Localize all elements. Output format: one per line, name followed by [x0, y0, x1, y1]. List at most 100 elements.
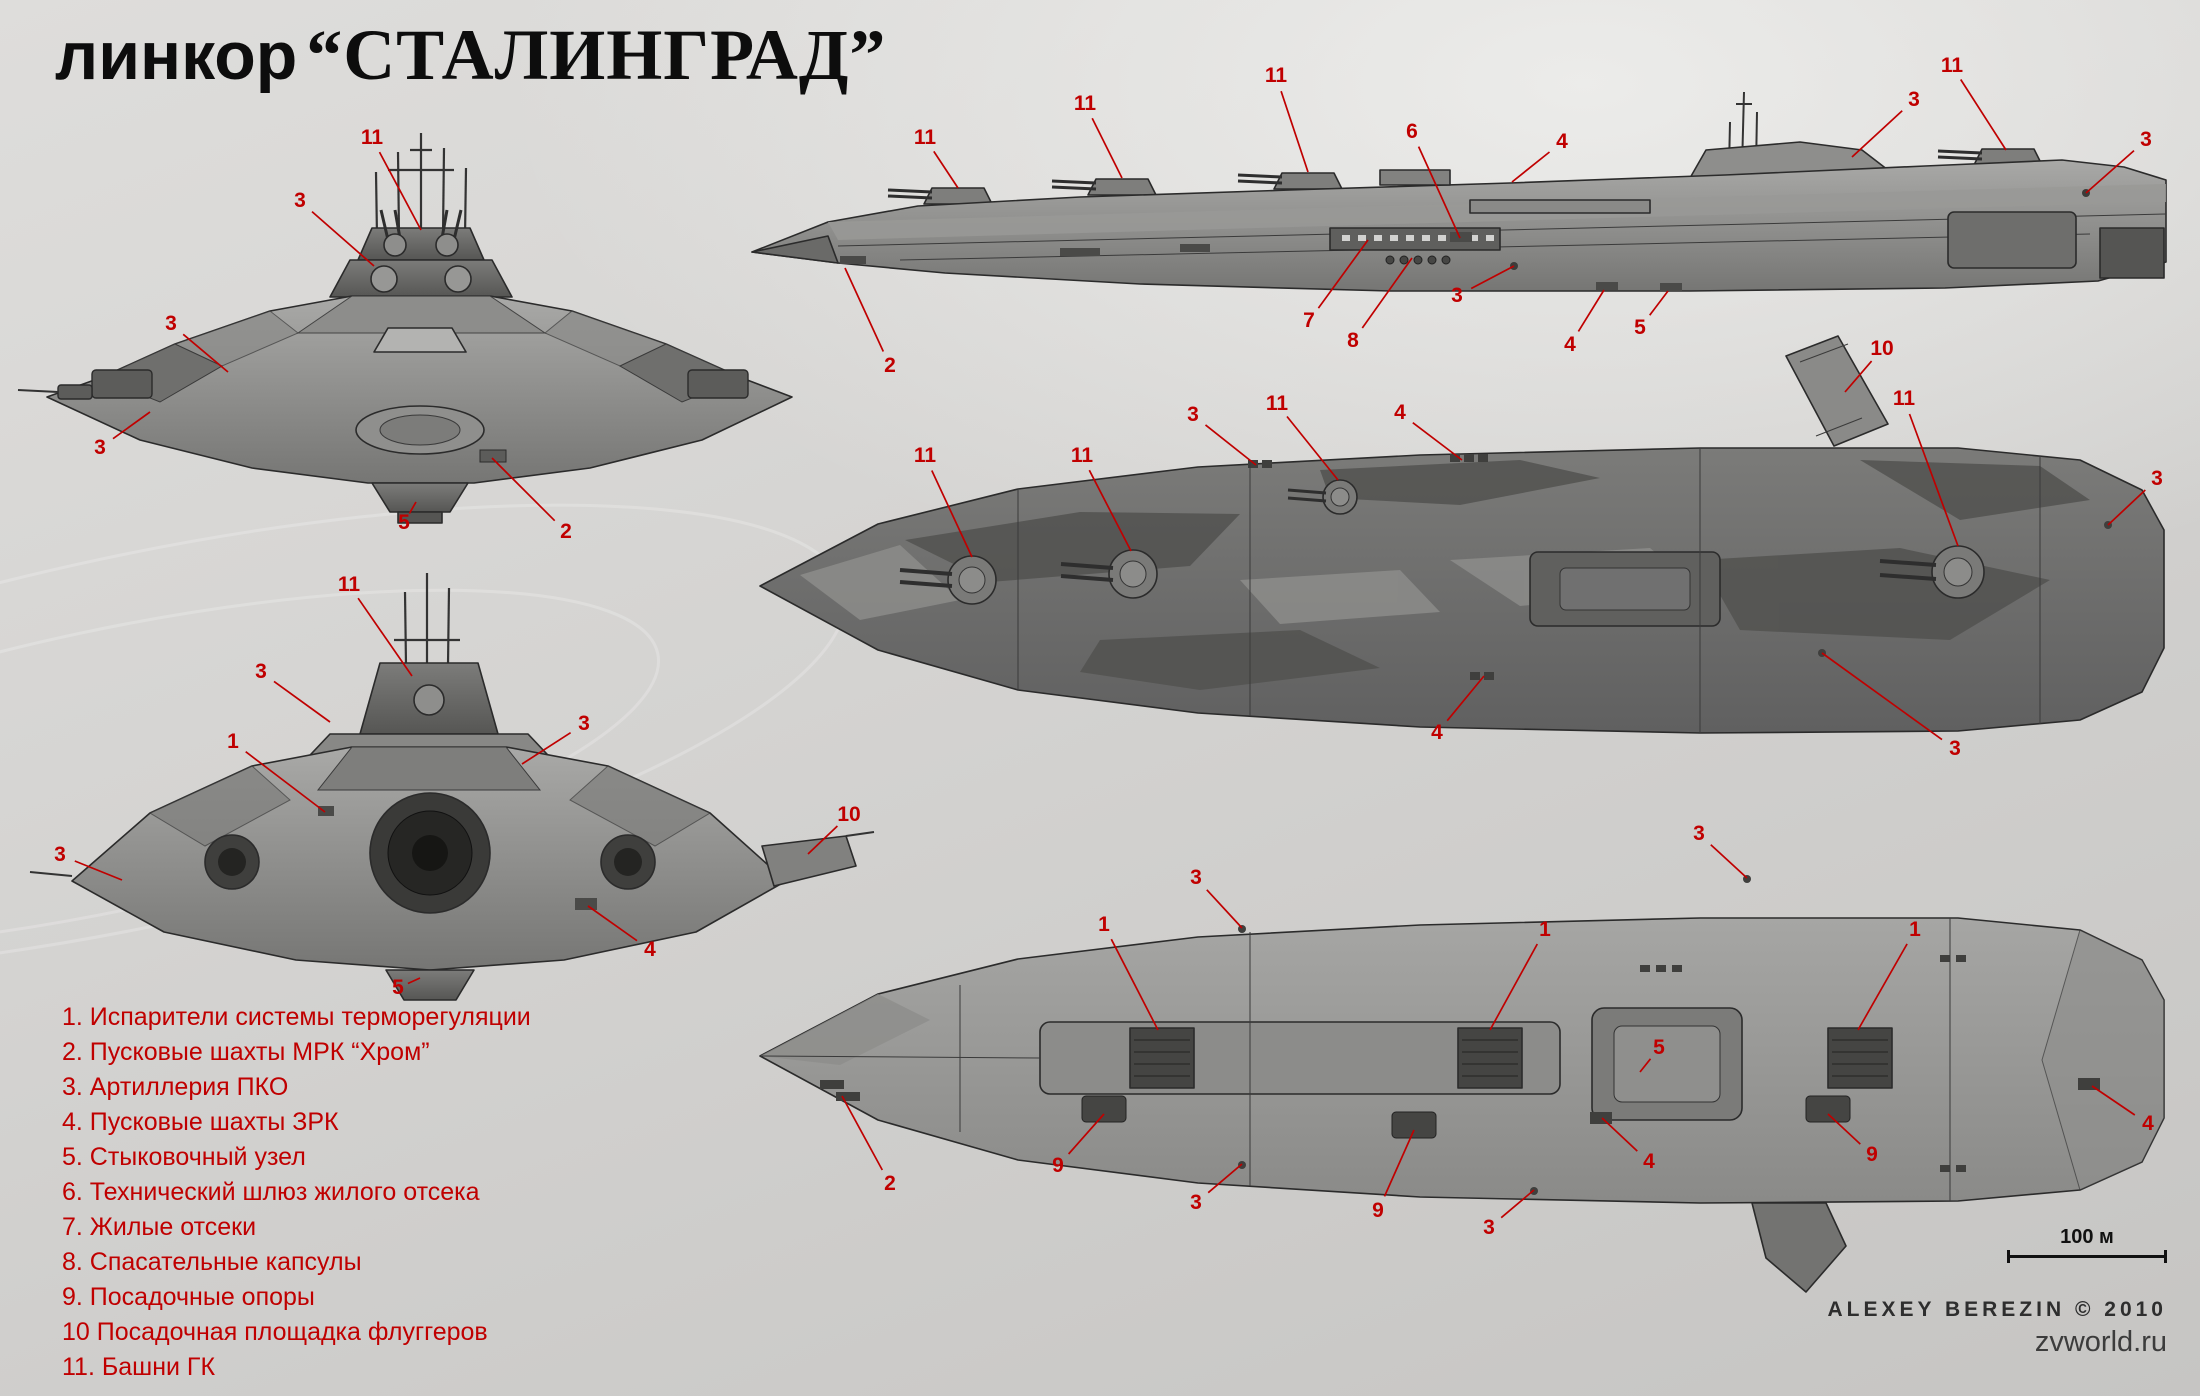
callout-leader-line: [378, 151, 422, 231]
callout-top-11: 11: [1070, 444, 1094, 467]
turret-icon: [1237, 172, 1343, 190]
callout-bottom-9: 9: [1866, 1143, 1878, 1166]
top-turrets: [899, 479, 1985, 605]
callout-bottom-1: 1: [1098, 913, 1110, 936]
page-title: линкор “СТАЛИНГРАД”: [55, 14, 886, 97]
callout-rear-3: 3: [578, 712, 590, 735]
legend-item-10: 10 Посадочная площадка флуггеров: [62, 1318, 488, 1346]
callout-side-3: 3: [1451, 284, 1463, 307]
credit-author: ALEXEY BEREZIN © 2010: [1827, 1298, 2167, 1321]
rear-masts: [394, 573, 460, 666]
docking-bay: [1591, 1007, 1743, 1121]
callout-leader-line: [273, 680, 331, 723]
callout-leader-line: [1412, 422, 1463, 461]
background-ring-arcs: [0, 503, 847, 977]
callout-leader-line: [1417, 146, 1461, 239]
callout-leader-line: [841, 1095, 884, 1171]
callout-leader-line: [1821, 652, 1943, 741]
callout-top-11: 11: [1892, 387, 1916, 410]
callout-top-4: 4: [1431, 721, 1443, 744]
callout-leader-line: [1091, 117, 1123, 179]
credit-block: ALEXEY BEREZIN © 2010 zvworld.ru: [1827, 1298, 2167, 1359]
callout-bottom-3: 3: [1693, 822, 1705, 845]
callout-leader-line: [1827, 1113, 1861, 1145]
callout-leader-line: [931, 470, 973, 558]
callout-front-3: 3: [94, 436, 106, 459]
bottom-view-drawing: [759, 875, 2165, 1293]
rear-zrk-hatch: [575, 898, 597, 910]
callout-leader-line: [1857, 943, 1908, 1031]
landing-pad: [761, 835, 857, 887]
callout-side-7: 7: [1303, 309, 1315, 332]
scale-bar-line: [2007, 1250, 2167, 1263]
callout-top-10: 10: [1870, 337, 1894, 360]
callout-side-11: 11: [1940, 54, 1964, 77]
evaporator-units: [1129, 1027, 1893, 1089]
callout-leader-line: [1500, 1189, 1535, 1219]
callout-leader-line: [357, 597, 413, 677]
scale-bar: 100 м: [2007, 1226, 2167, 1263]
callout-rear-3: 3: [54, 843, 66, 866]
turret-icon: [1879, 545, 1985, 599]
callout-side-3: 3: [1908, 88, 1920, 111]
turret-icon: [1060, 549, 1158, 599]
callout-leader-line: [2085, 149, 2135, 194]
turret-icon: [887, 187, 993, 205]
callout-bottom-3: 3: [1190, 866, 1202, 889]
callout-rear-11: 11: [337, 573, 361, 596]
callout-side-4: 4: [1556, 130, 1568, 153]
engine-nozzle: [369, 792, 491, 914]
callout-rear-10: 10: [837, 803, 861, 826]
front-docking-module: [371, 482, 469, 513]
callout-front-2: 2: [560, 520, 572, 543]
side-masts: [1728, 91, 1758, 169]
living-quarters-windows: [1329, 227, 1501, 251]
callout-top-11: 11: [913, 444, 937, 467]
callout-rear-3: 3: [255, 660, 267, 683]
callout-leader-line: [112, 411, 151, 440]
callout-leader-line: [1317, 239, 1369, 309]
callout-leader-line: [407, 977, 421, 985]
callout-bottom-3: 3: [1483, 1216, 1495, 1239]
side-stern-block: [1947, 211, 2077, 269]
callout-leader-line: [491, 457, 556, 522]
callout-bottom-3: 3: [1190, 1191, 1202, 1214]
callout-top-4: 4: [1394, 401, 1406, 424]
front-canopy: [373, 327, 467, 353]
callout-side-11: 11: [1264, 64, 1288, 87]
title-prefix: линкор: [55, 18, 298, 94]
callout-leader-line: [1470, 265, 1515, 290]
callout-leader-line: [74, 860, 123, 881]
callout-bottom-4: 4: [1643, 1150, 1655, 1173]
callout-leader-line: [1206, 889, 1243, 929]
landing-gear: [1081, 1095, 1851, 1139]
callout-leader-line: [521, 731, 572, 765]
callout-top-3: 3: [2151, 467, 2163, 490]
callout-side-4: 4: [1564, 333, 1576, 356]
callout-leader-line: [2107, 489, 2146, 526]
legend-item-11: 11. Башни ГК: [62, 1353, 216, 1381]
callout-side-6: 6: [1406, 120, 1418, 143]
callout-leader-line: [311, 210, 375, 267]
callout-bottom-1: 1: [1539, 918, 1551, 941]
turret-icon: [899, 555, 997, 605]
callout-leader-line: [408, 501, 417, 514]
callout-top-11: 11: [1265, 392, 1289, 415]
callout-side-11: 11: [913, 126, 937, 149]
turret-icon: [1937, 148, 2043, 166]
callout-leader-line: [1959, 79, 2007, 151]
front-hatch: [479, 449, 507, 463]
callout-leader-line: [844, 267, 885, 352]
callout-leader-line: [933, 150, 959, 189]
bottom-hatch-clusters: [820, 875, 2100, 1195]
callout-leader-line: [1577, 289, 1605, 332]
rear-view-drawing: [29, 573, 875, 1001]
turret-icon: [1051, 178, 1157, 196]
callout-leader-line: [1639, 1058, 1652, 1073]
legend-item-4: 4. Пусковые шахты ЗРК: [62, 1108, 339, 1136]
callout-front-3: 3: [294, 189, 306, 212]
callout-leader-line: [1088, 469, 1132, 552]
front-gun-barrels: [379, 209, 463, 245]
callout-bottom-9: 9: [1052, 1154, 1064, 1177]
callout-bottom-1: 1: [1909, 918, 1921, 941]
